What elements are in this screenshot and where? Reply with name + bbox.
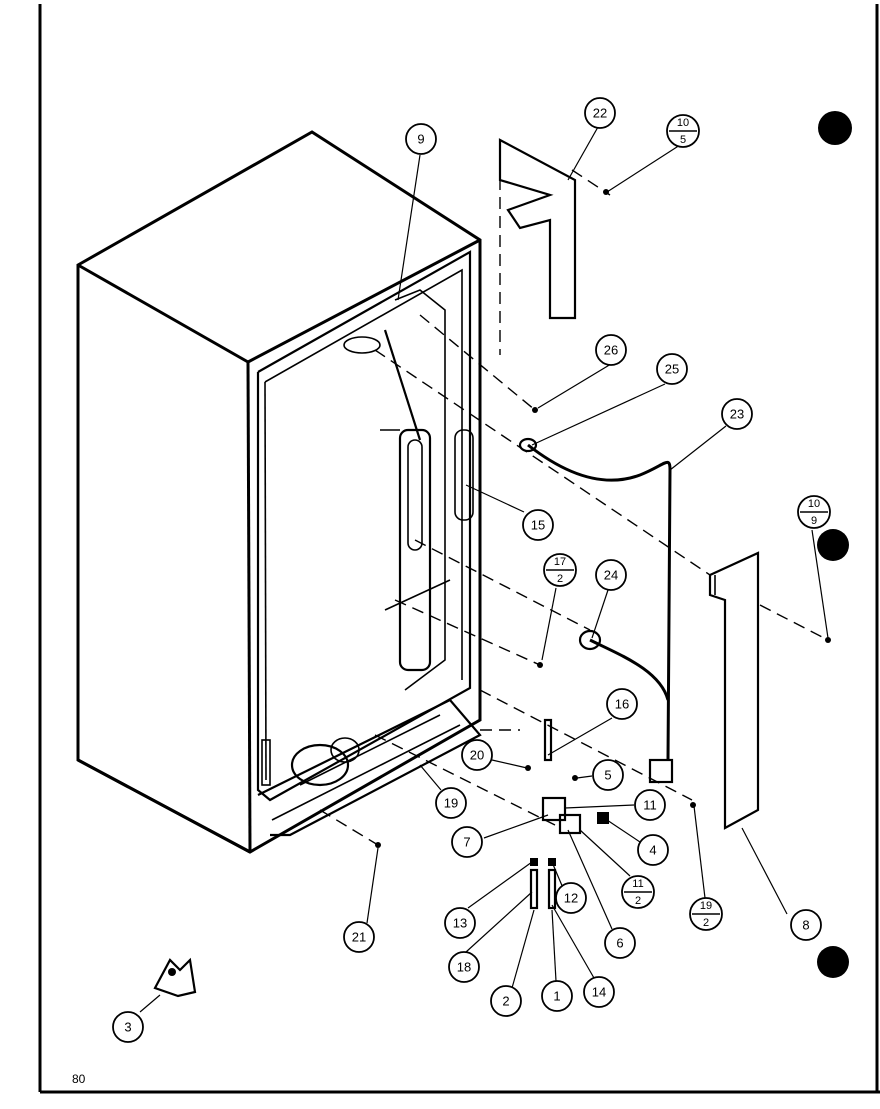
svg-text:7: 7 (463, 835, 470, 850)
svg-text:1: 1 (553, 989, 560, 1004)
svg-text:6: 6 (616, 936, 623, 951)
fraction-callout-10-5: 10 5 (666, 114, 700, 148)
svg-text:19: 19 (444, 796, 458, 811)
svg-text:20: 20 (470, 748, 484, 763)
svg-text:9: 9 (811, 515, 817, 527)
alignment-lines (319, 169, 829, 846)
callout-15: 15 (522, 509, 554, 541)
callout-13: 13 (444, 907, 476, 939)
svg-text:2: 2 (557, 573, 563, 585)
fraction-callout-10-9: 10 9 (797, 495, 831, 529)
fraction-callout-19-2: 19 2 (689, 897, 723, 931)
page-number: 80 (72, 1072, 86, 1086)
callout-18: 18 (448, 951, 480, 983)
svg-text:9: 9 (417, 132, 424, 147)
callout-7: 7 (451, 826, 483, 858)
svg-text:26: 26 (604, 343, 618, 358)
callout-5: 5 (592, 759, 624, 791)
svg-text:13: 13 (453, 916, 467, 931)
callout-3: 3 (112, 1011, 144, 1043)
svg-text:24: 24 (604, 568, 618, 583)
svg-text:11: 11 (632, 878, 643, 890)
svg-text:25: 25 (665, 362, 679, 377)
svg-text:2: 2 (502, 994, 509, 1009)
callout-2: 2 (490, 985, 522, 1017)
callout-25: 25 (656, 353, 688, 385)
page-frame (38, 4, 880, 1094)
svg-text:4: 4 (649, 843, 656, 858)
callout-19: 19 (435, 787, 467, 819)
leader-lines (139, 126, 829, 1013)
callout-26: 26 (595, 334, 627, 366)
fraction-callout-11-2: 11 2 (621, 875, 655, 909)
svg-text:12: 12 (564, 891, 578, 906)
part-3-clamp (153, 957, 197, 998)
callout-9: 9 (405, 123, 437, 155)
callout-16: 16 (606, 688, 638, 720)
back-panel-lower (708, 551, 760, 830)
svg-text:14: 14 (592, 985, 606, 1000)
svg-text:3: 3 (124, 1020, 131, 1035)
binder-holes (817, 111, 852, 978)
refrigerator-cabinet (76, 130, 482, 854)
svg-text:18: 18 (457, 960, 471, 975)
water-line (518, 437, 674, 784)
callout-14: 14 (583, 976, 615, 1008)
svg-text:5: 5 (680, 134, 686, 146)
svg-text:17: 17 (554, 556, 566, 568)
callout-12: 12 (555, 882, 587, 914)
fraction-callout-17-2: 17 2 (543, 553, 577, 587)
svg-text:10: 10 (808, 498, 820, 510)
svg-text:23: 23 (730, 407, 744, 422)
callout-22: 22 (584, 97, 616, 129)
svg-text:21: 21 (352, 930, 366, 945)
svg-text:5: 5 (604, 768, 611, 783)
svg-text:19: 19 (700, 900, 712, 912)
callout-20: 20 (461, 739, 493, 771)
callout-11: 11 (634, 789, 666, 821)
svg-text:22: 22 (593, 106, 607, 121)
callout-8: 8 (790, 909, 822, 941)
svg-text:15: 15 (531, 518, 545, 533)
callout-24: 24 (595, 559, 627, 591)
callout-1: 1 (541, 980, 573, 1012)
callout-6: 6 (604, 927, 636, 959)
svg-text:8: 8 (802, 918, 809, 933)
svg-text:10: 10 (677, 117, 689, 129)
svg-text:16: 16 (615, 697, 629, 712)
callout-23: 23 (721, 398, 753, 430)
svg-text:2: 2 (703, 917, 709, 929)
svg-text:2: 2 (635, 895, 641, 907)
callout-21: 21 (343, 921, 375, 953)
callout-4: 4 (637, 834, 669, 866)
back-panel-upper (498, 138, 577, 355)
svg-text:11: 11 (643, 798, 657, 813)
